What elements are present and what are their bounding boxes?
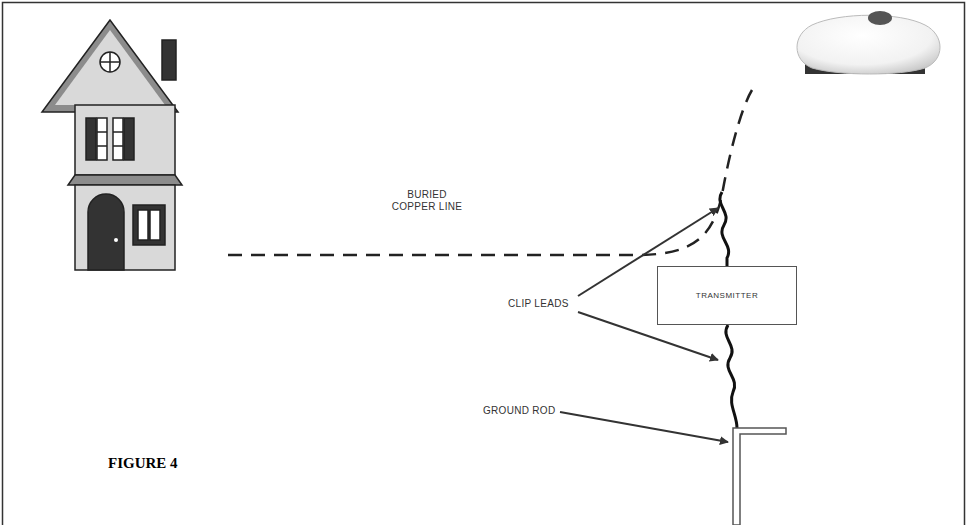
ground-rod (733, 428, 786, 525)
house (42, 20, 182, 270)
frame (3, 3, 965, 525)
line-label: BURIED COPPER LINE (390, 189, 464, 213)
clip-lead-wire (720, 192, 729, 266)
callout-label: GROUND ROD (483, 405, 555, 417)
figure-caption: FIGURE 4 (108, 455, 178, 472)
transmitter-box: TRANSMITTER (657, 266, 797, 325)
clip-lead-wire (726, 325, 737, 428)
leader-arrow (560, 412, 728, 442)
box-label: TRANSMITTER (696, 291, 758, 300)
propane-tank (797, 11, 940, 74)
callout-label: CLIP LEADS (508, 298, 569, 310)
buried-copper-line (228, 90, 752, 255)
